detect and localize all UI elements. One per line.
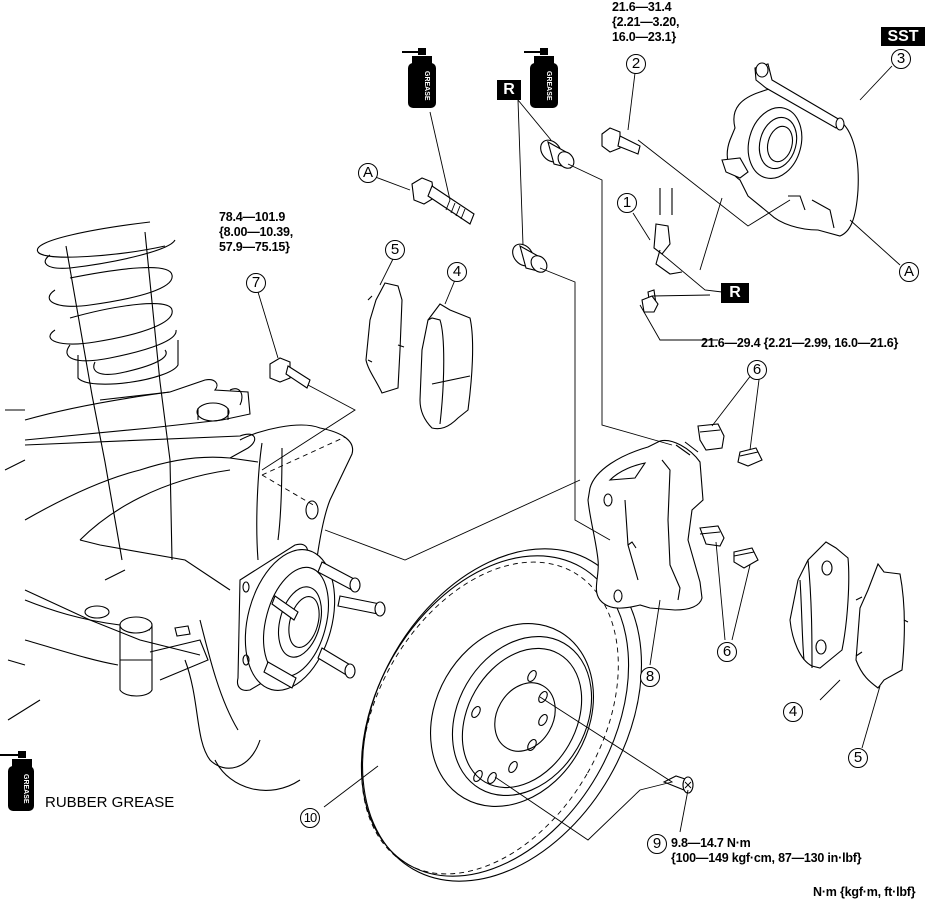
guide-plates [697, 423, 763, 569]
torque-line: {8.00—10.39, [219, 225, 294, 239]
legend-rubber-grease: RUBBER GREASE [45, 794, 175, 811]
guide-pin-bolt [411, 177, 475, 225]
torque-line: {100—149 kgf·cm, 87—130 in·lbf} [671, 851, 862, 865]
callout-4-lower: 4 [783, 702, 803, 722]
brake-pads-upper [365, 282, 474, 430]
callout-2: 2 [626, 54, 646, 74]
torque-spec-hose-bolt: 21.6—29.4 {2.21—2.99, 16.0—21.6} [701, 336, 899, 350]
torque-spec-mounting-bolt: 78.4—101.9 {8.00—10.39, 57.9—75.15} [219, 210, 293, 255]
callout-1: 1 [617, 193, 637, 213]
disc-screw [662, 775, 694, 794]
torque-line: 78.4—101.9 [219, 210, 286, 224]
leader-lines [257, 65, 901, 841]
caliper-bolt [601, 127, 641, 155]
wheel-hub [236, 543, 386, 691]
disc-plate [360, 548, 643, 882]
callout-10: 10 [300, 808, 320, 828]
replace-badge-bushings: R [497, 80, 521, 100]
legend-units: N·m {kgf·m, ft·lbf} [813, 885, 916, 899]
mounting-support [587, 439, 704, 611]
torque-line: {2.21—3.20, [612, 15, 680, 29]
callout-6-lower: 6 [717, 642, 737, 662]
callout-3: 3 [891, 49, 911, 69]
torque-spec-disc-screw: 9.8—14.7 N·m {100—149 kgf·cm, 87—130 in·… [671, 836, 862, 866]
grease-can-1 [402, 48, 436, 108]
grease-can-label-1: GREASE [423, 71, 430, 101]
strut-spring-assembly [4, 221, 354, 791]
callout-9: 9 [647, 834, 667, 854]
torque-line: 16.0—23.1} [612, 30, 677, 44]
torque-line: 57.9—75.15} [219, 240, 290, 254]
callout-4-upper: 4 [447, 262, 467, 282]
callout-7: 7 [246, 273, 266, 293]
callout-5-upper: 5 [385, 240, 405, 260]
grease-can-label-legend: GREASE [22, 774, 29, 804]
callout-5-lower: 5 [848, 748, 868, 768]
callout-6-upper: 6 [747, 360, 767, 380]
callout-8: 8 [640, 667, 660, 687]
caliper [721, 62, 859, 237]
grease-can-label-2: GREASE [545, 71, 552, 101]
grease-can-2 [524, 48, 558, 108]
callout-a-bolt: A [358, 163, 378, 183]
torque-line: 9.8—14.7 N·m [671, 836, 751, 850]
mounting-bolt [269, 357, 311, 389]
sst-badge: SST [881, 27, 925, 46]
brake-hose [641, 188, 683, 313]
bushings [512, 139, 575, 273]
torque-spec-caliper-bolt: 21.6—31.4 {2.21—3.20, 16.0—23.1} [612, 0, 679, 45]
replace-badge-washers: R [721, 283, 749, 303]
brake-pads-lower [789, 541, 909, 689]
grease-can-legend [0, 751, 34, 811]
torque-line: 21.6—31.4 [612, 0, 672, 14]
callout-a-caliper: A [899, 262, 919, 282]
